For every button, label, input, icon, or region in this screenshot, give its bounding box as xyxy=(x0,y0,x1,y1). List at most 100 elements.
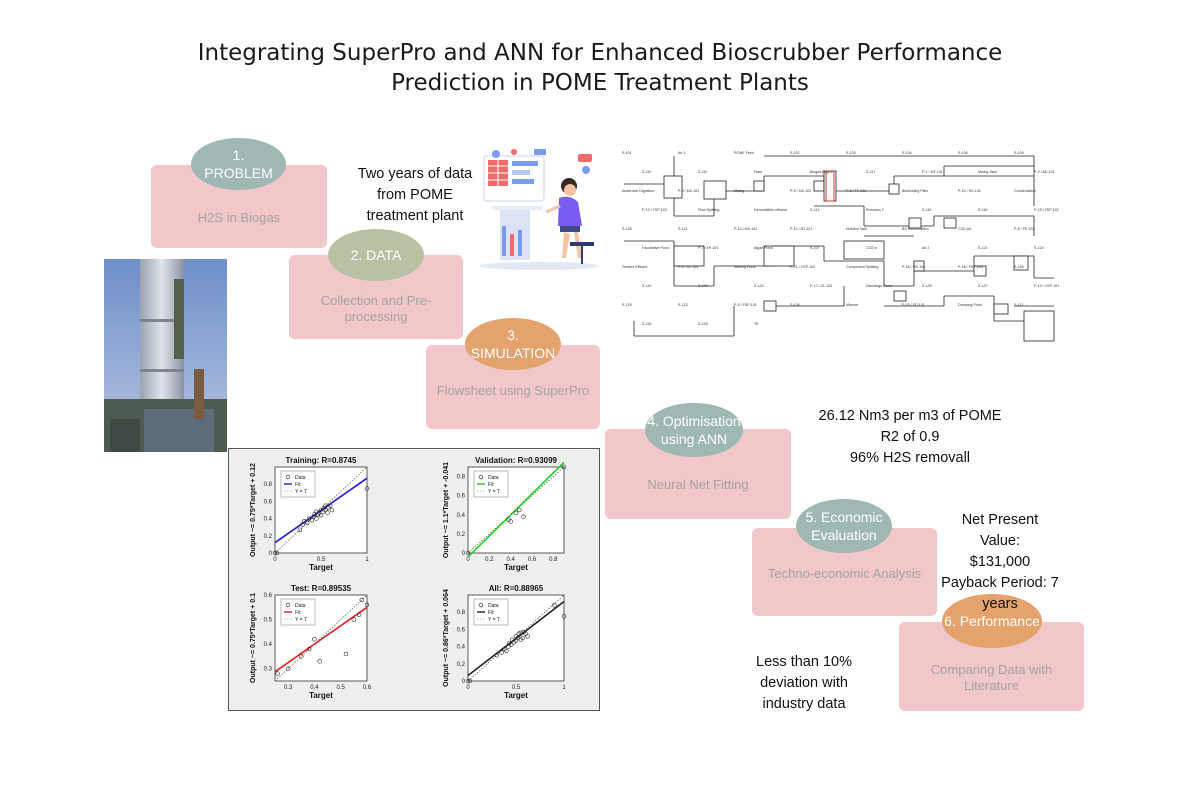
flowsheet-label: P-21 / CSP-102 xyxy=(790,265,815,269)
plot-xtick: 1 xyxy=(365,557,369,563)
flowsheet-label: S-101 xyxy=(622,151,632,155)
flowsheet-label: Mixing xyxy=(734,189,744,193)
flowsheet-unit xyxy=(1023,310,1055,342)
plot-ytick: 0.2 xyxy=(264,534,273,540)
step-3-label: Flowsheet using SuperPro xyxy=(436,383,590,398)
plot-ytick: 0.6 xyxy=(457,627,466,633)
fit-line xyxy=(274,606,368,673)
data-point xyxy=(309,518,315,523)
flowsheet-label: P-17 / CL-102 xyxy=(810,284,832,288)
flowsheet-label: S-106 xyxy=(622,227,632,231)
plot-xtick: 0.5 xyxy=(317,557,326,563)
data-point xyxy=(327,503,333,508)
flowsheet-label: S-114 xyxy=(678,227,687,231)
flowsheet-label: Treated Effluent xyxy=(622,265,647,269)
flowsheet-label: P-16 / MX-104 xyxy=(902,265,925,269)
flowsheet-label: CO2 out xyxy=(958,227,971,231)
data-point xyxy=(520,635,525,641)
step-6-label: Comparing Data with Literature xyxy=(930,662,1053,693)
step-5-label: Techno-economic Analysis xyxy=(767,566,922,581)
plot-title: Test: R=0.89535 xyxy=(291,584,352,593)
data-point xyxy=(518,630,523,636)
flowsheet-label: Dehumidifier effluent xyxy=(754,208,787,212)
plot-xtick: 1 xyxy=(562,685,566,691)
step-3-badge: 3. SIMULATION xyxy=(465,318,561,370)
data-point xyxy=(364,486,370,491)
plot-ytick: 0.8 xyxy=(457,610,466,616)
data-point xyxy=(364,602,370,608)
flowsheet-label: S-108 xyxy=(958,151,968,155)
flowsheet-label: P-13 / MX-103 xyxy=(734,227,757,231)
flowsheet-unit xyxy=(893,290,907,302)
plot-ytick: 0 xyxy=(462,679,466,685)
flowsheet-label: S-118 xyxy=(642,322,651,326)
flowsheet-label: Mixing Tank xyxy=(978,170,997,174)
data-point xyxy=(299,654,304,659)
data-point xyxy=(317,659,322,664)
flowsheet-label: S-125 xyxy=(922,284,932,288)
plot-xtick: 0 xyxy=(273,557,277,563)
flowsheet-unit xyxy=(1013,255,1029,271)
legend-entry: Data xyxy=(295,603,306,609)
flowsheet-label: Manure xyxy=(846,303,858,307)
flowsheet-label: S-119 xyxy=(642,284,651,288)
plot-xtick: 0.5 xyxy=(337,685,346,691)
flowsheet-unit xyxy=(753,180,765,192)
data-point xyxy=(521,514,526,519)
plot-xtick: 0.2 xyxy=(485,557,494,563)
economics-note: Net Present Value: $131,000 Payback Peri… xyxy=(941,512,1059,612)
step-1-label: H2S in Biogas xyxy=(197,210,281,225)
data-point xyxy=(318,512,324,518)
flowsheet-label: P-5 / FSP-101 xyxy=(734,303,757,307)
flowsheet-label: Facultative Pond xyxy=(642,246,669,250)
plot-xlabel: Target xyxy=(504,563,528,572)
plot-ytick: 0.5 xyxy=(264,618,273,624)
plot-ytick: 0 xyxy=(269,551,273,557)
flowsheet-label: P-15 / FSP-102 xyxy=(1034,208,1059,212)
flowsheet-unit xyxy=(993,303,1009,315)
deviation-note: Less than 10% deviation with industry da… xyxy=(756,654,852,712)
data-point xyxy=(351,617,357,622)
legend-entry: Fit xyxy=(488,482,494,488)
plot-xlabel: Target xyxy=(504,691,528,700)
plot-xlabel: Target xyxy=(309,691,333,700)
legend-data-marker xyxy=(478,602,484,608)
biotrickling-filter-unit xyxy=(825,170,835,202)
flowsheet-label: Emission 2 xyxy=(866,208,884,212)
fit-line xyxy=(467,461,565,558)
flowsheet-label: POME Feed xyxy=(734,151,754,155)
flowsheet-unit xyxy=(763,245,795,267)
data-note: Two years of data from POME treatment pl… xyxy=(357,166,473,224)
legend-entry: Fit xyxy=(295,482,301,488)
data-point xyxy=(561,614,567,619)
plot-xtick: 0.5 xyxy=(512,685,521,691)
flowsheet-unit xyxy=(888,183,900,195)
legend-entry: Y = T xyxy=(295,617,307,623)
flowsheet-label: CO2 in xyxy=(866,246,877,250)
plot-xtick: 0.8 xyxy=(549,557,558,563)
flowsheet-label: S-115 xyxy=(922,208,931,212)
flowsheet-unit xyxy=(913,260,925,272)
flowsheet-label: P-14 / NT-101 xyxy=(790,227,812,231)
data-point xyxy=(561,464,567,470)
flowsheet-label: S-103 xyxy=(846,151,856,155)
fit-line xyxy=(274,477,368,544)
plot-ytick: 0 xyxy=(462,551,466,557)
data-analyst-illustration xyxy=(479,149,599,270)
flowsheet-label: S-105 xyxy=(1014,265,1024,269)
flowsheet-label: P-12 / FSP-103 xyxy=(642,208,667,212)
flowsheet-label: Biogas Engine xyxy=(810,170,833,174)
flowsheet-unit xyxy=(973,265,987,277)
flowsheet-label: S-112 xyxy=(1014,303,1023,307)
flowsheet-label: Discharge Pond xyxy=(866,284,892,288)
step-5-badge: 5. Economic Evaluation xyxy=(796,499,892,553)
data-point xyxy=(552,603,557,608)
plot-xtick: 0 xyxy=(466,685,470,691)
flowsheet-label: S-110 xyxy=(642,170,651,174)
data-point xyxy=(356,612,362,617)
data-point xyxy=(300,522,305,527)
